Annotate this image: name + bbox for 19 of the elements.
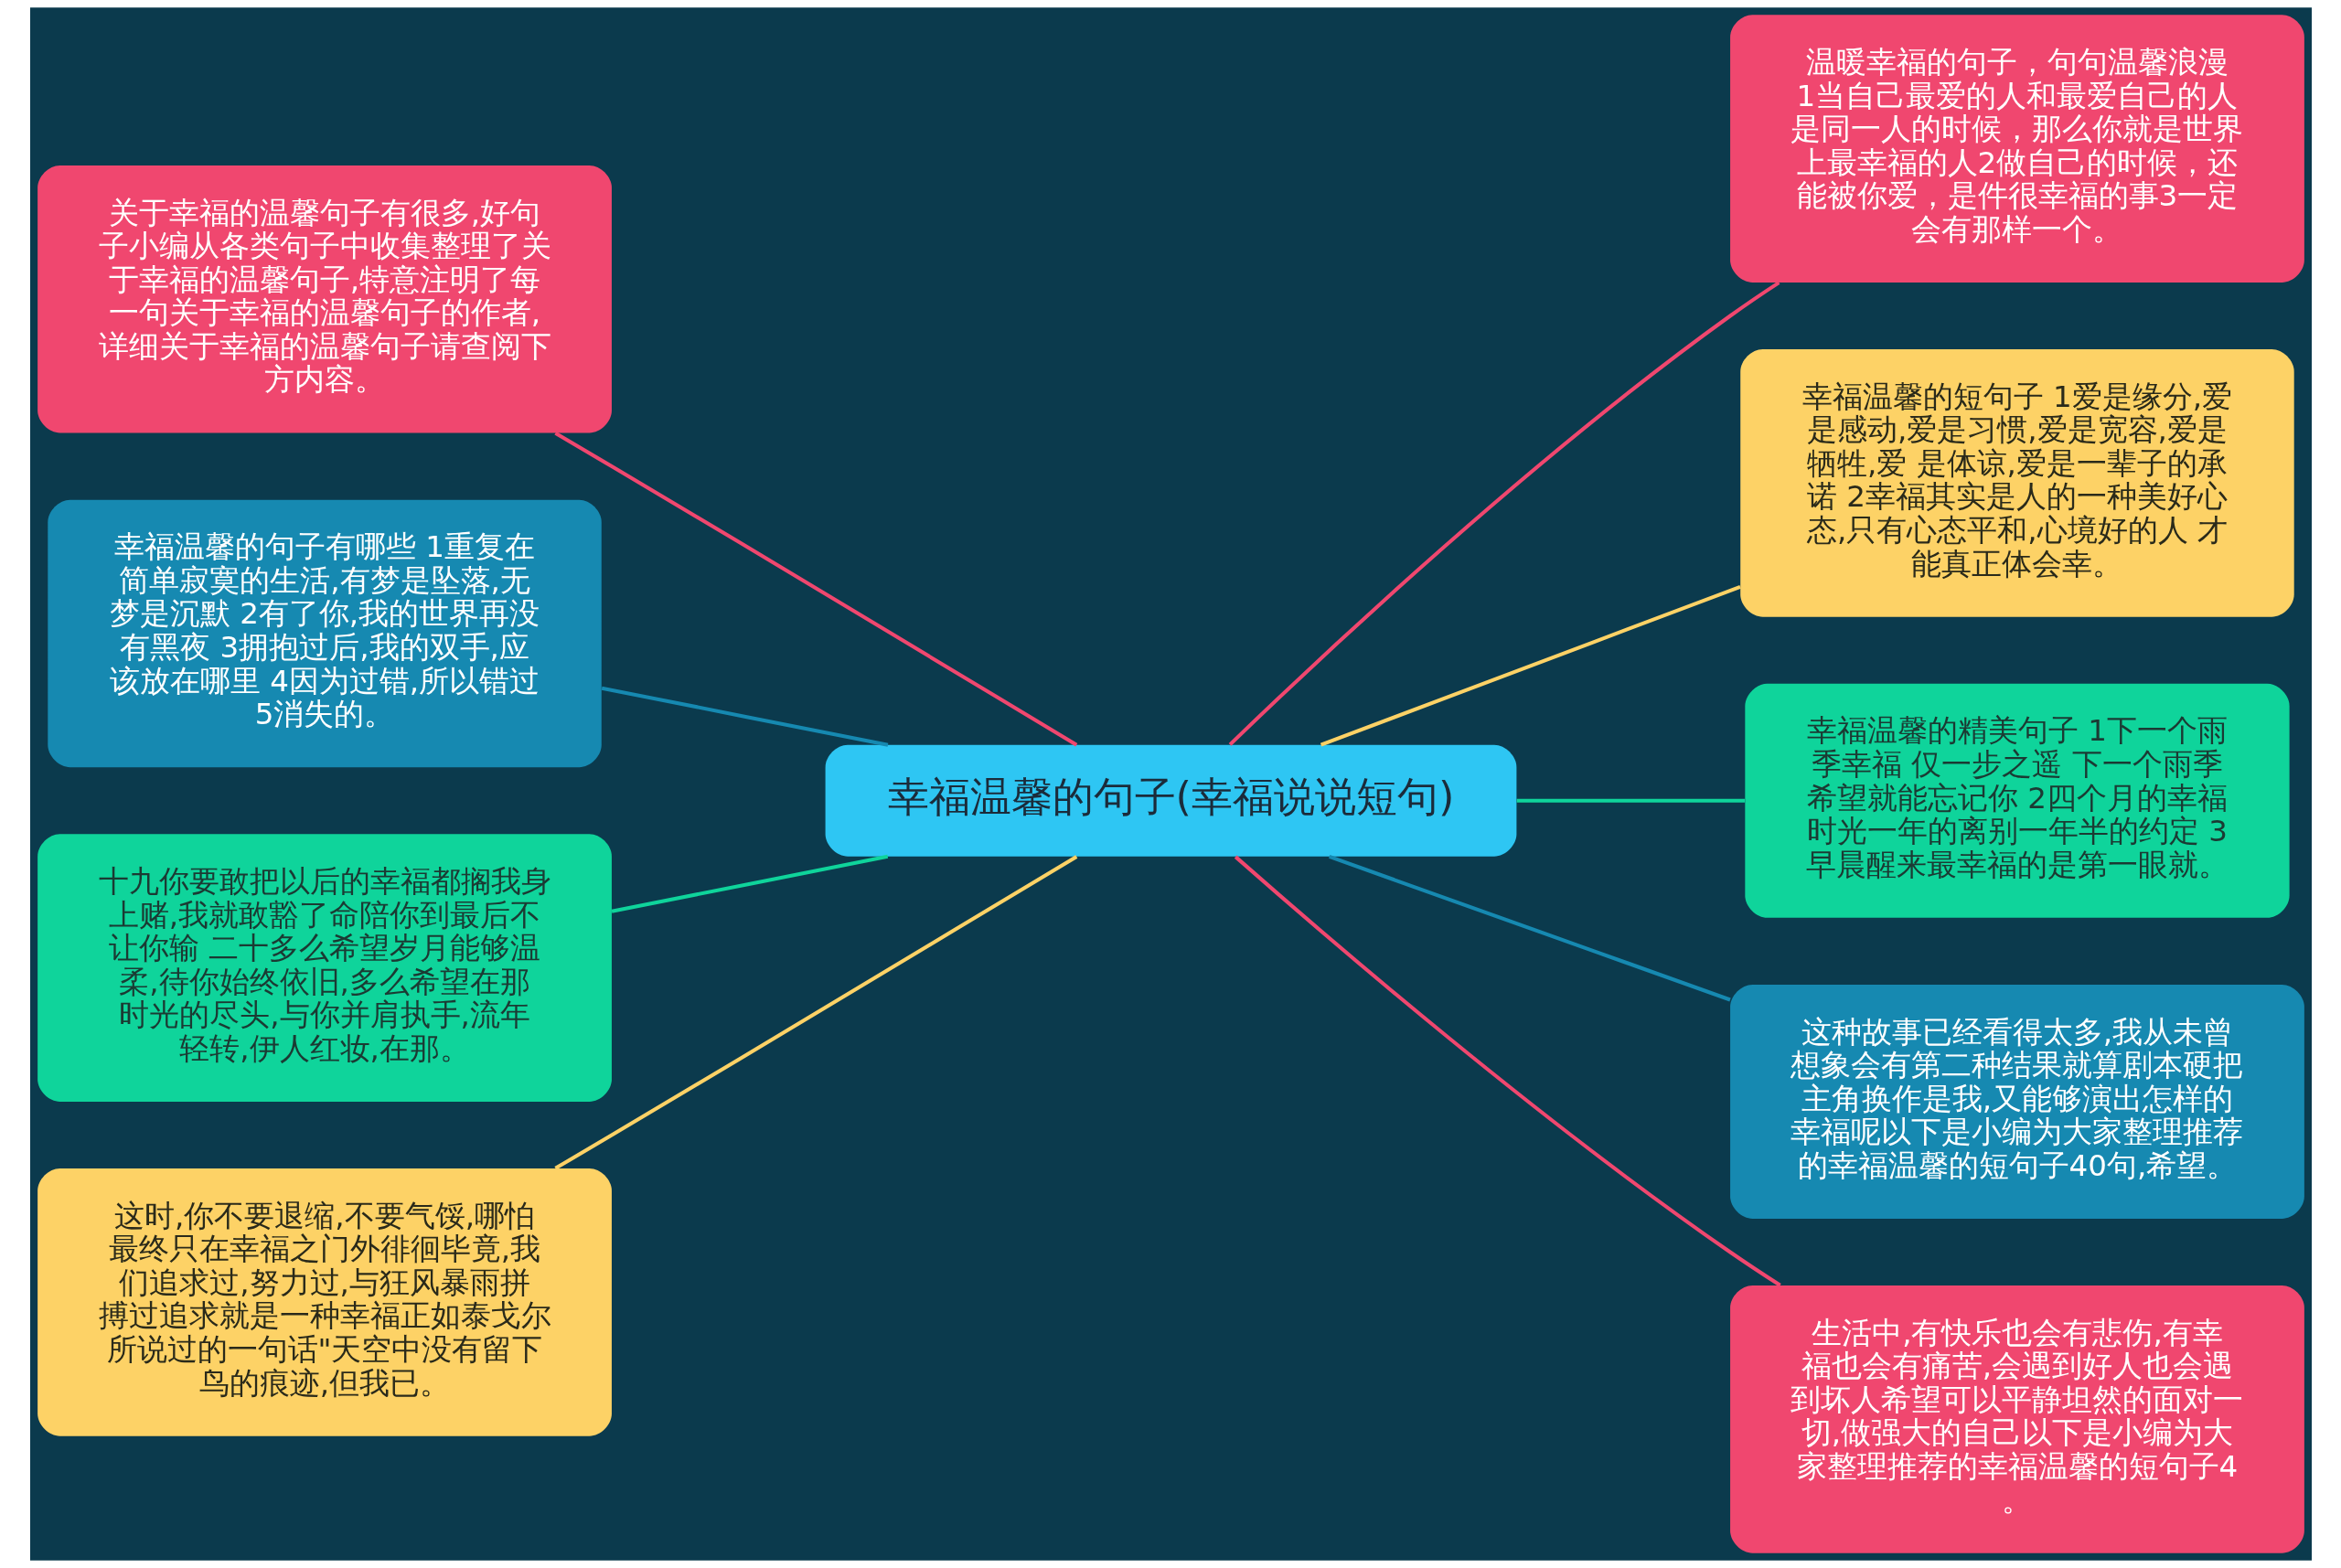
connector	[553, 855, 1077, 1170]
connector	[1320, 584, 1741, 747]
node-box: 幸福温馨的短句子 1爱是缘分,爱是感动,爱是习惯,爱是宽容,爱是牺牲,爱 是体谅,爱是一辈子的承诺 2幸福其实是人的一种美好心态,只有心态平和,心境好的人 才能真正体会幸。	[1739, 349, 2294, 617]
node-box: 幸福温馨的句子(幸福说说短句)	[825, 744, 1516, 857]
connector	[1228, 281, 1780, 746]
connector	[553, 431, 1077, 747]
node-box: 幸福温馨的句子有哪些 1重复在简单寂寞的生活,有梦是坠落,无梦是沉默 2有了你,我的世界再没有黑夜 3拥抱过后,我的双手,应该放在哪里 4因为过错,所以错过 5消失的。	[47, 499, 602, 768]
node-box: 十九你要敢把以后的幸福都搁我身上赌,我就敢豁了命陪你到最后不让你输 二十多么希望岁月能够温柔,待你始终依旧,多么希望在那时光的尽头,与你并肩执手,流年轻转,伊人红妆,在那。	[37, 834, 612, 1102]
node-box: 这种故事已经看得太多,我从未曾想象会有第二种结果就算剧本硬把主角换作是我,又能够演出怎样的幸福呢以下是小编为大家整理推荐的幸福温馨的短句子40句,希望。	[1729, 984, 2304, 1219]
connector	[601, 686, 888, 747]
connector	[1516, 798, 1745, 803]
connector	[1234, 855, 1781, 1287]
node-box: 关于幸福的温馨句子有很多,好句子小编从各类句子中收集整理了关于幸福的温馨句子,特意注明了每一句关于幸福的温馨句子的作者,详细关于幸福的温馨句子请查阅下方内容。	[37, 165, 612, 433]
connector	[611, 854, 888, 913]
node-box: 幸福温馨的精美句子 1下一个雨季幸福 仅一步之遥 下一个雨季希望就能忘记你 2四个月的幸福时光一年的离别一年半的约定 3早晨醒来最幸福的是第一眼就。	[1744, 683, 2290, 918]
node-box: 这时,你不要退缩,不要气馁,哪怕最终只在幸福之门外徘徊毕竟,我们追求过,努力过,与狂风暴雨拼搏过追求就是一种幸福正如泰戈尔所说过的一句话"天空中没有留下鸟的痕迹,但我已。	[37, 1168, 612, 1436]
connector	[1328, 855, 1731, 1002]
node-box: 生活中,有快乐也会有悲伤,有幸福也会有痛苦,会遇到好人也会遇到坏人希望可以平静坦然的面对一切,做强大的自己以下是小编为大家整理推荐的幸福温馨的短句子4。	[1729, 1285, 2304, 1553]
node-box: 温暖幸福的句子，句句温馨浪漫 1当自己最爱的人和最爱自己的人是同一人的时候，那么你就是世界上最幸福的人2做自己的时候，还能被你爱，是件很幸福的事3一定会有那样一个。	[1729, 15, 2304, 283]
